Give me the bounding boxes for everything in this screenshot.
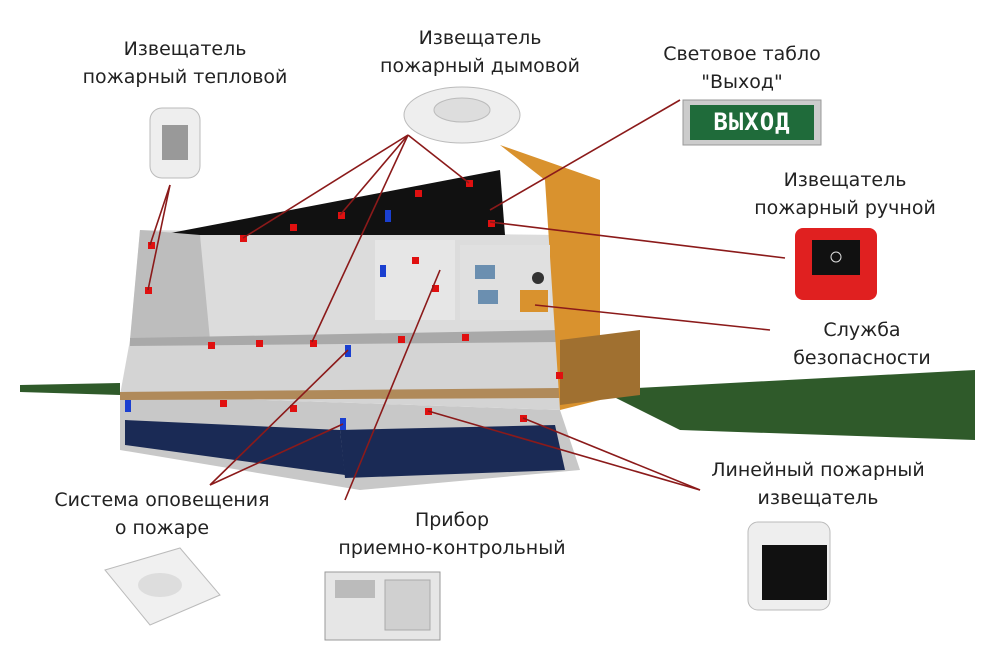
- label-line: Система оповещения: [54, 489, 270, 511]
- beam-detector-image: [747, 521, 831, 611]
- label-line: Линейный пожарный: [711, 459, 925, 481]
- label-line: "Выход": [701, 71, 783, 93]
- leader-lines: [147, 99, 786, 501]
- smoke-detector-image: [403, 86, 521, 144]
- grass-right: [600, 370, 975, 440]
- label-line: Служба: [823, 319, 901, 341]
- label-linear-detector: Линейный пожарный извещатель: [711, 456, 925, 512]
- label-security-service: Служба безопасности: [793, 316, 931, 372]
- label-exit-sign: Световое табло "Выход": [663, 40, 821, 96]
- label-line: приемно-контрольный: [338, 537, 566, 559]
- guard: [532, 272, 544, 284]
- label-heat-detector: Извещатель пожарный тепловой: [83, 35, 288, 91]
- grass-left: [20, 383, 120, 395]
- manual-call-point-image: [795, 228, 877, 300]
- basement-floor: [125, 420, 345, 475]
- basement-floor-2: [340, 425, 565, 478]
- label-line: безопасности: [793, 347, 931, 369]
- label-line: Извещатель: [418, 27, 542, 49]
- label-line: извещатель: [757, 487, 879, 509]
- label-line: пожарный дымовой: [380, 55, 580, 77]
- label-line: Извещатель: [123, 38, 247, 60]
- label-alarm-system: Система оповещения о пожаре: [54, 486, 269, 542]
- entrance: [560, 330, 640, 405]
- label-line: Прибор: [414, 509, 490, 531]
- desk: [520, 290, 548, 312]
- slab: [120, 388, 560, 400]
- roof-ceiling: [160, 170, 505, 235]
- exit-sign-text: ВЫХОД: [713, 108, 791, 136]
- label-line: Извещатель: [783, 169, 907, 191]
- sensors: [145, 180, 563, 422]
- monitor: [475, 265, 495, 279]
- speaker-image: [104, 547, 221, 626]
- slab: [130, 330, 560, 346]
- exit-sign-image: [682, 99, 822, 146]
- label-line: пожарный тепловой: [82, 66, 288, 88]
- label-control-panel: Прибор приемно-контрольный: [338, 506, 565, 562]
- control-panel-image: [324, 571, 441, 641]
- label-line: пожарный ручной: [754, 197, 936, 219]
- label-manual-call-point: Извещатель пожарный ручной: [754, 166, 936, 222]
- left-wall: [130, 230, 210, 340]
- label-line: Световое табло: [663, 43, 821, 65]
- heat-detector-image: [149, 107, 201, 179]
- label-line: о пожаре: [114, 517, 210, 539]
- monitor: [478, 290, 498, 304]
- room: [375, 240, 455, 320]
- label-smoke-detector: Извещатель пожарный дымовой: [380, 24, 580, 80]
